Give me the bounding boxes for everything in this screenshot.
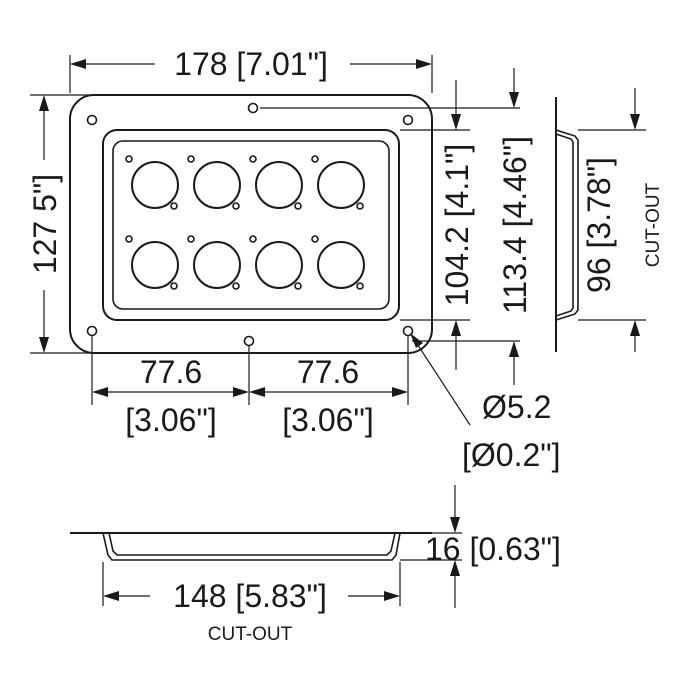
hole-span-height-label: 113.4 [4.46"] [497, 136, 533, 314]
side-cutout-label: CUT-OUT [643, 182, 664, 267]
inner-height-label: 104.2 [4.1"] [439, 144, 475, 307]
connector-cutout [255, 161, 303, 209]
connector-screw-hole [294, 202, 302, 210]
dim-overall-width: 178 [7.01"] [69, 46, 433, 93]
connector-screw-hole [356, 282, 364, 290]
connector-screw-hole [232, 282, 240, 290]
connector-screw-hole [125, 155, 133, 163]
connector-cutout [317, 161, 365, 209]
connector-cutout [317, 241, 365, 289]
connector-screw-hole [170, 202, 178, 210]
recess-outer-edge [102, 129, 400, 321]
connector-screw-hole [170, 282, 178, 290]
connector-screw-hole [356, 202, 364, 210]
bottom-recess-inner [108, 532, 396, 556]
connector-screw-hole [249, 235, 257, 243]
front-view [69, 94, 433, 354]
mount-hole-tl [86, 114, 98, 126]
dim-overall-height: 127 5"] [27, 94, 100, 354]
overall-height-label: 127 5"] [27, 174, 63, 274]
connector-grid [125, 155, 365, 290]
hole-pitch-right-in-label: [3.06"] [282, 402, 373, 438]
hole-diameter-label: Ø5.2 [482, 389, 551, 425]
side-recess-outer [555, 129, 579, 321]
side-view: 96 [3.78"] CUT-OUT [555, 88, 664, 352]
outer-plate [69, 94, 433, 354]
mount-hole-bc [243, 335, 255, 347]
bottom-cutout-label: CUT-OUT [208, 624, 293, 645]
hole-pitch-left-label: 77.6 [140, 354, 202, 390]
connector-screw-hole [249, 155, 257, 163]
depth-label: 16 [0.63"] [425, 531, 561, 567]
connector-cutout [193, 241, 241, 289]
connector-screw-hole [294, 282, 302, 290]
mount-hole-tc [247, 102, 259, 114]
cutout-height-label: 96 [3.78"] [581, 157, 617, 293]
recess-inner-edge [112, 140, 390, 310]
hole-pitch-left-in-label: [3.06"] [125, 402, 216, 438]
connector-cutout [255, 241, 303, 289]
bottom-recess-outer [102, 532, 401, 561]
connector-cutout [131, 161, 179, 209]
dim-right-heights: 104.2 [4.1"] 113.4 [4.46"] [260, 68, 533, 385]
connector-screw-hole [311, 235, 319, 243]
mount-hole-tr [402, 114, 414, 126]
connector-screw-hole [187, 155, 195, 163]
hole-pitch-right-label: 77.6 [297, 354, 359, 390]
cutout-width-label: 148 [5.83"] [173, 578, 327, 614]
side-recess-inner [555, 133, 574, 317]
mount-hole-bl [86, 325, 98, 337]
connector-cutout [131, 241, 179, 289]
connector-screw-hole [125, 235, 133, 243]
bottom-view: 16 [0.63"] 148 [5.83"] CUT-OUT [70, 485, 561, 645]
overall-width-label: 178 [7.01"] [174, 46, 328, 82]
connector-cutout [193, 161, 241, 209]
mount-hole-br [402, 325, 414, 337]
dim-hole-pitch: 77.6 [3.06"] 77.6 [3.06"] [91, 336, 409, 438]
connector-screw-hole [232, 202, 240, 210]
hole-diameter-in-label: [Ø0.2"] [462, 437, 561, 473]
connector-screw-hole [187, 235, 195, 243]
connector-screw-hole [311, 155, 319, 163]
dim-hole-diameter: Ø5.2 [Ø0.2"] [410, 333, 561, 473]
